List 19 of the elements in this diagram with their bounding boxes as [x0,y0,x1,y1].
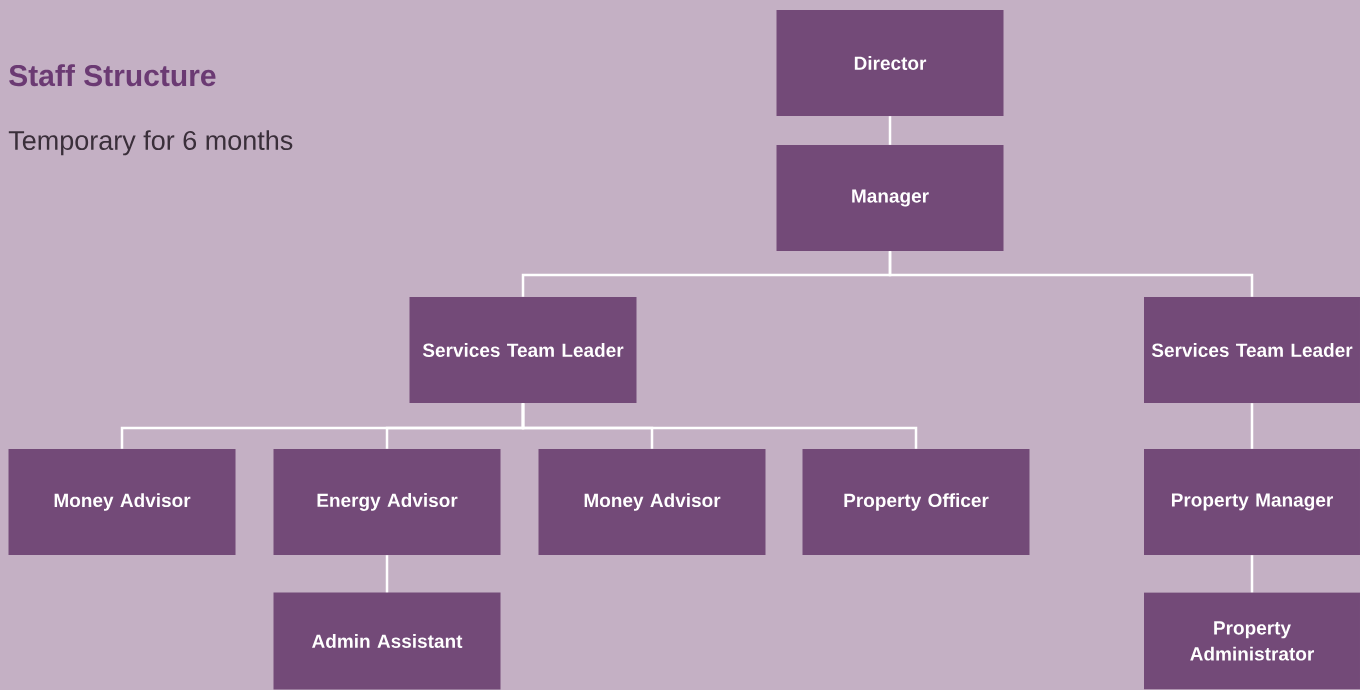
role-box: Manager [776,145,1004,251]
role-box: Admin Assistant [273,592,501,690]
connector-line [521,403,918,449]
title: Staff Structure [9,64,216,87]
subtitle: Temporary for 6 months [8,130,293,156]
role-box: Services Team Leader [1144,297,1360,403]
connector-line [1250,403,1254,449]
connector-line [1250,555,1254,593]
role-box: Money Advisor [8,449,236,555]
role-box: Energy Advisor [273,449,501,555]
connector-line [888,251,1254,297]
connector-line [888,116,892,145]
role-box: Services Team Leader [409,297,637,403]
role-box: Property Manager [1144,449,1360,555]
connector-line [385,555,389,593]
role-box: Money Advisor [538,449,766,555]
role-box: Director [776,10,1004,116]
role-box: Property Officer [802,449,1030,555]
role-box: Property Administrator [1144,592,1360,690]
